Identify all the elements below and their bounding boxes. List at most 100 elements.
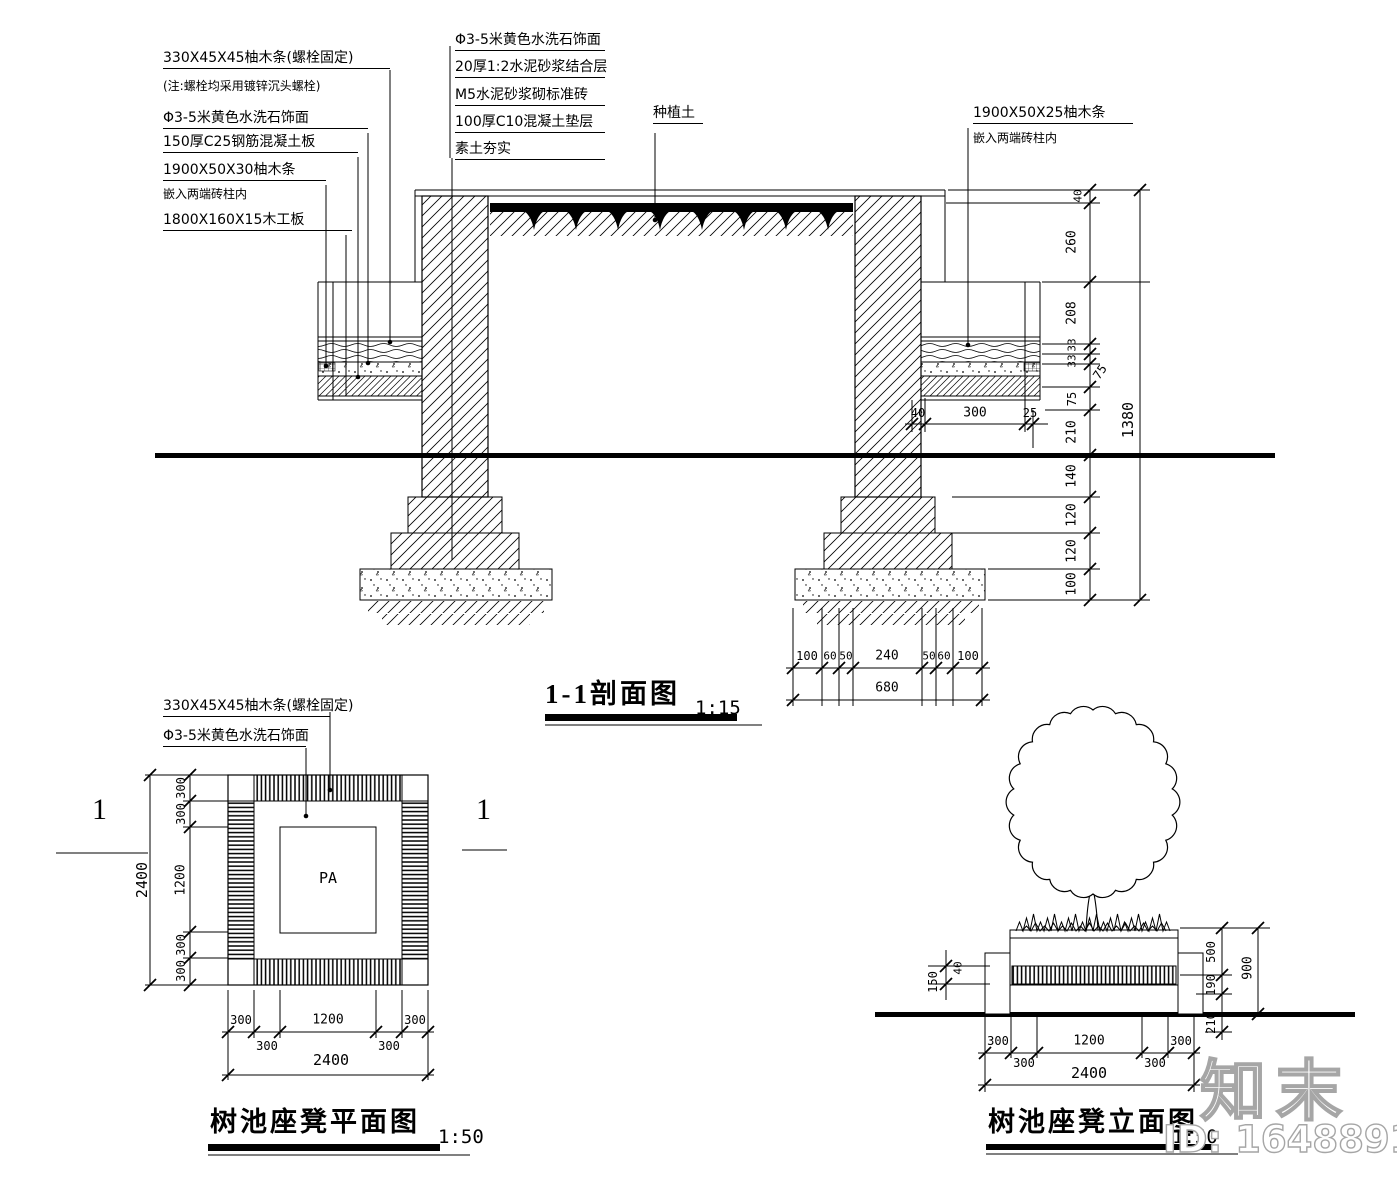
layer-label: 20厚1:2水泥砂浆结合层 (455, 59, 607, 79)
dim: 40 (951, 961, 965, 975)
dim: 75 (1065, 391, 1079, 407)
dim-total: 2400 (312, 1051, 350, 1069)
dim: 300 (963, 405, 987, 421)
generated-linework (56, 46, 1270, 1156)
plan-slats-left (227, 800, 255, 960)
elev-right-post (1177, 952, 1204, 1015)
plan-label: 330X45X45柚木条(螺栓固定) (163, 698, 353, 718)
soil-black-band (490, 203, 853, 212)
left-seat-wood (318, 341, 422, 362)
left-footing-pad (359, 568, 553, 601)
dim: 210 (1204, 1012, 1218, 1034)
dim-total: 2400 (133, 861, 151, 899)
dim: 300 (256, 1039, 278, 1053)
section-cut-marker: 1 (476, 793, 491, 826)
dim: 33 (1065, 338, 1079, 352)
dim: 100 (796, 649, 818, 663)
layer-label: 100厚C10混凝土垫层 (455, 114, 605, 134)
dim: 100 (957, 649, 979, 663)
plan-slats-right (401, 800, 429, 960)
elevation-scale: 1:50 (1172, 1126, 1218, 1148)
dim: 300 (987, 1034, 1009, 1048)
dim: 50 (922, 649, 936, 663)
dim: 210 (1064, 420, 1080, 444)
section-label: 嵌入两端砖柱内 (163, 187, 248, 201)
dim: 208 (1064, 301, 1080, 325)
dim: 300 (1013, 1056, 1035, 1070)
section-note: (注:螺栓均采用镀锌沉头螺栓) (163, 79, 321, 93)
layer-label: 素土夯实 (455, 141, 605, 161)
dim: 1200 (1073, 1033, 1105, 1049)
section-label: 330X45X45柚木条(螺栓固定) (163, 50, 390, 70)
section-label: 嵌入两端砖柱内 (973, 131, 1058, 145)
section-label: 1900X50X30柚木条 (163, 162, 326, 182)
dim: 300 (174, 777, 188, 799)
dim-total: 2400 (1070, 1064, 1108, 1082)
plan-title-bar (208, 1144, 440, 1151)
dim: 60 (823, 649, 837, 663)
right-footing-step1 (840, 496, 936, 534)
dim: 140 (1064, 464, 1080, 488)
dim: 300 (174, 803, 188, 825)
right-seat-wood (921, 341, 1040, 362)
dim: 60 (937, 649, 951, 663)
dim: 500 (1204, 941, 1218, 963)
dim: 300 (174, 960, 188, 982)
dim-total: 680 (875, 680, 899, 696)
section-title: 1-1剖面图 (545, 679, 680, 709)
left-pier (421, 195, 489, 498)
dim: 260 (1064, 230, 1080, 254)
dim: 25 (1022, 406, 1038, 420)
plan-label: Φ3-5米黄色水洗石饰面 (163, 728, 309, 748)
right-footing-pad (794, 568, 986, 601)
plan-scale: 1:50 (438, 1126, 484, 1148)
dim-total: 900 (1240, 956, 1256, 980)
dim-total: 1380 (1119, 401, 1137, 439)
elev-bench-slats (1011, 965, 1177, 985)
plan-title: 树池座凳平面图 (210, 1107, 420, 1137)
soil-label: 种植土 (653, 105, 703, 125)
plan-seat-ring (253, 800, 403, 960)
elevation-ground-line (875, 1012, 1355, 1017)
left-seat-slab (318, 376, 422, 396)
dim: 1200 (312, 1012, 344, 1028)
section-label: 150厚C25钢筋混凝土板 (163, 134, 358, 154)
section-ground-line (155, 453, 1275, 458)
section-title-bar (545, 714, 737, 721)
dim: 300 (378, 1039, 400, 1053)
right-seat-slab (921, 376, 1040, 396)
dim: 120 (1064, 539, 1080, 563)
section-scale: 1:15 (695, 697, 741, 719)
plan-slats-bottom (253, 958, 403, 986)
dim: 300 (230, 1013, 252, 1027)
dim: 300 (404, 1013, 426, 1027)
dim: 1200 (173, 864, 189, 896)
right-pier (854, 195, 922, 498)
right-footing-step2 (823, 532, 953, 570)
dim: 300 (1144, 1056, 1166, 1070)
section-label: 1800X160X15木工板 (163, 212, 352, 232)
dim: 120 (1064, 503, 1080, 527)
elevation-title: 树池座凳立面图 (988, 1107, 1198, 1137)
right-embedded-batten (1023, 362, 1041, 372)
dim: 40 (1071, 189, 1085, 203)
section-cut-marker: 1 (92, 793, 107, 826)
dim: 40 (910, 406, 926, 420)
dim: 240 (875, 648, 899, 664)
section-label: Φ3-5米黄色水洗石饰面 (163, 110, 368, 130)
left-earth-hatch (368, 601, 544, 613)
plan-slats-top (253, 774, 403, 802)
planting-area-label: PA (318, 869, 338, 887)
dim: 150 (926, 971, 940, 993)
dim: 300 (1170, 1034, 1192, 1048)
dim: 100 (1064, 572, 1080, 596)
dim: 50 (839, 649, 853, 663)
left-footing-step1 (407, 496, 503, 534)
right-earth-hatch (803, 601, 979, 613)
layer-label: M5水泥砂浆砌标准砖 (455, 87, 605, 107)
dim: 300 (174, 934, 188, 956)
layer-label: Φ3-5米黄色水洗石饰面 (455, 32, 605, 52)
left-footing-step2 (390, 532, 520, 570)
